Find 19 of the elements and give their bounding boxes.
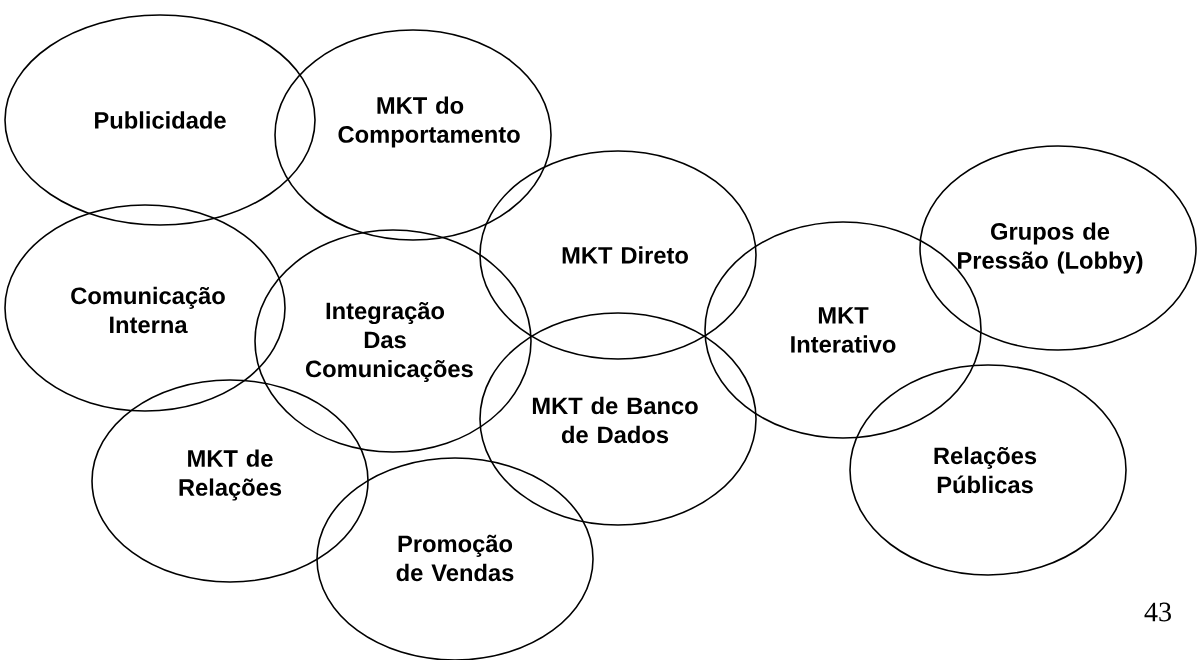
ellipse	[479, 312, 757, 526]
ellipse-label: MKT do Comportamento	[338, 96, 520, 148]
ellipse	[479, 150, 757, 360]
ellipse-label: Grupos de Pressão (Lobby)	[958, 222, 1143, 274]
ellipse-label: MKT Direto	[562, 246, 688, 264]
ellipse	[849, 364, 1127, 576]
ellipse	[274, 29, 552, 241]
ellipse	[919, 145, 1197, 351]
ellipse-label: Promoção de Vendas	[396, 534, 514, 582]
ellipse	[4, 204, 286, 412]
ellipse-label: Publicidade	[95, 111, 226, 129]
ellipse-label: MKT de Banco de Dados	[532, 396, 698, 444]
ellipse-label: Comunicação Interna	[71, 286, 225, 334]
ellipse-label: Integração Das Comunicações	[306, 302, 473, 382]
ellipse-label: Relações Públicas	[934, 446, 1037, 494]
ellipse	[4, 14, 316, 226]
ellipse-label: MKT Interativo	[791, 307, 896, 353]
ellipse-label: MKT de Relações	[179, 449, 282, 501]
page-number: 43	[1144, 602, 1171, 622]
